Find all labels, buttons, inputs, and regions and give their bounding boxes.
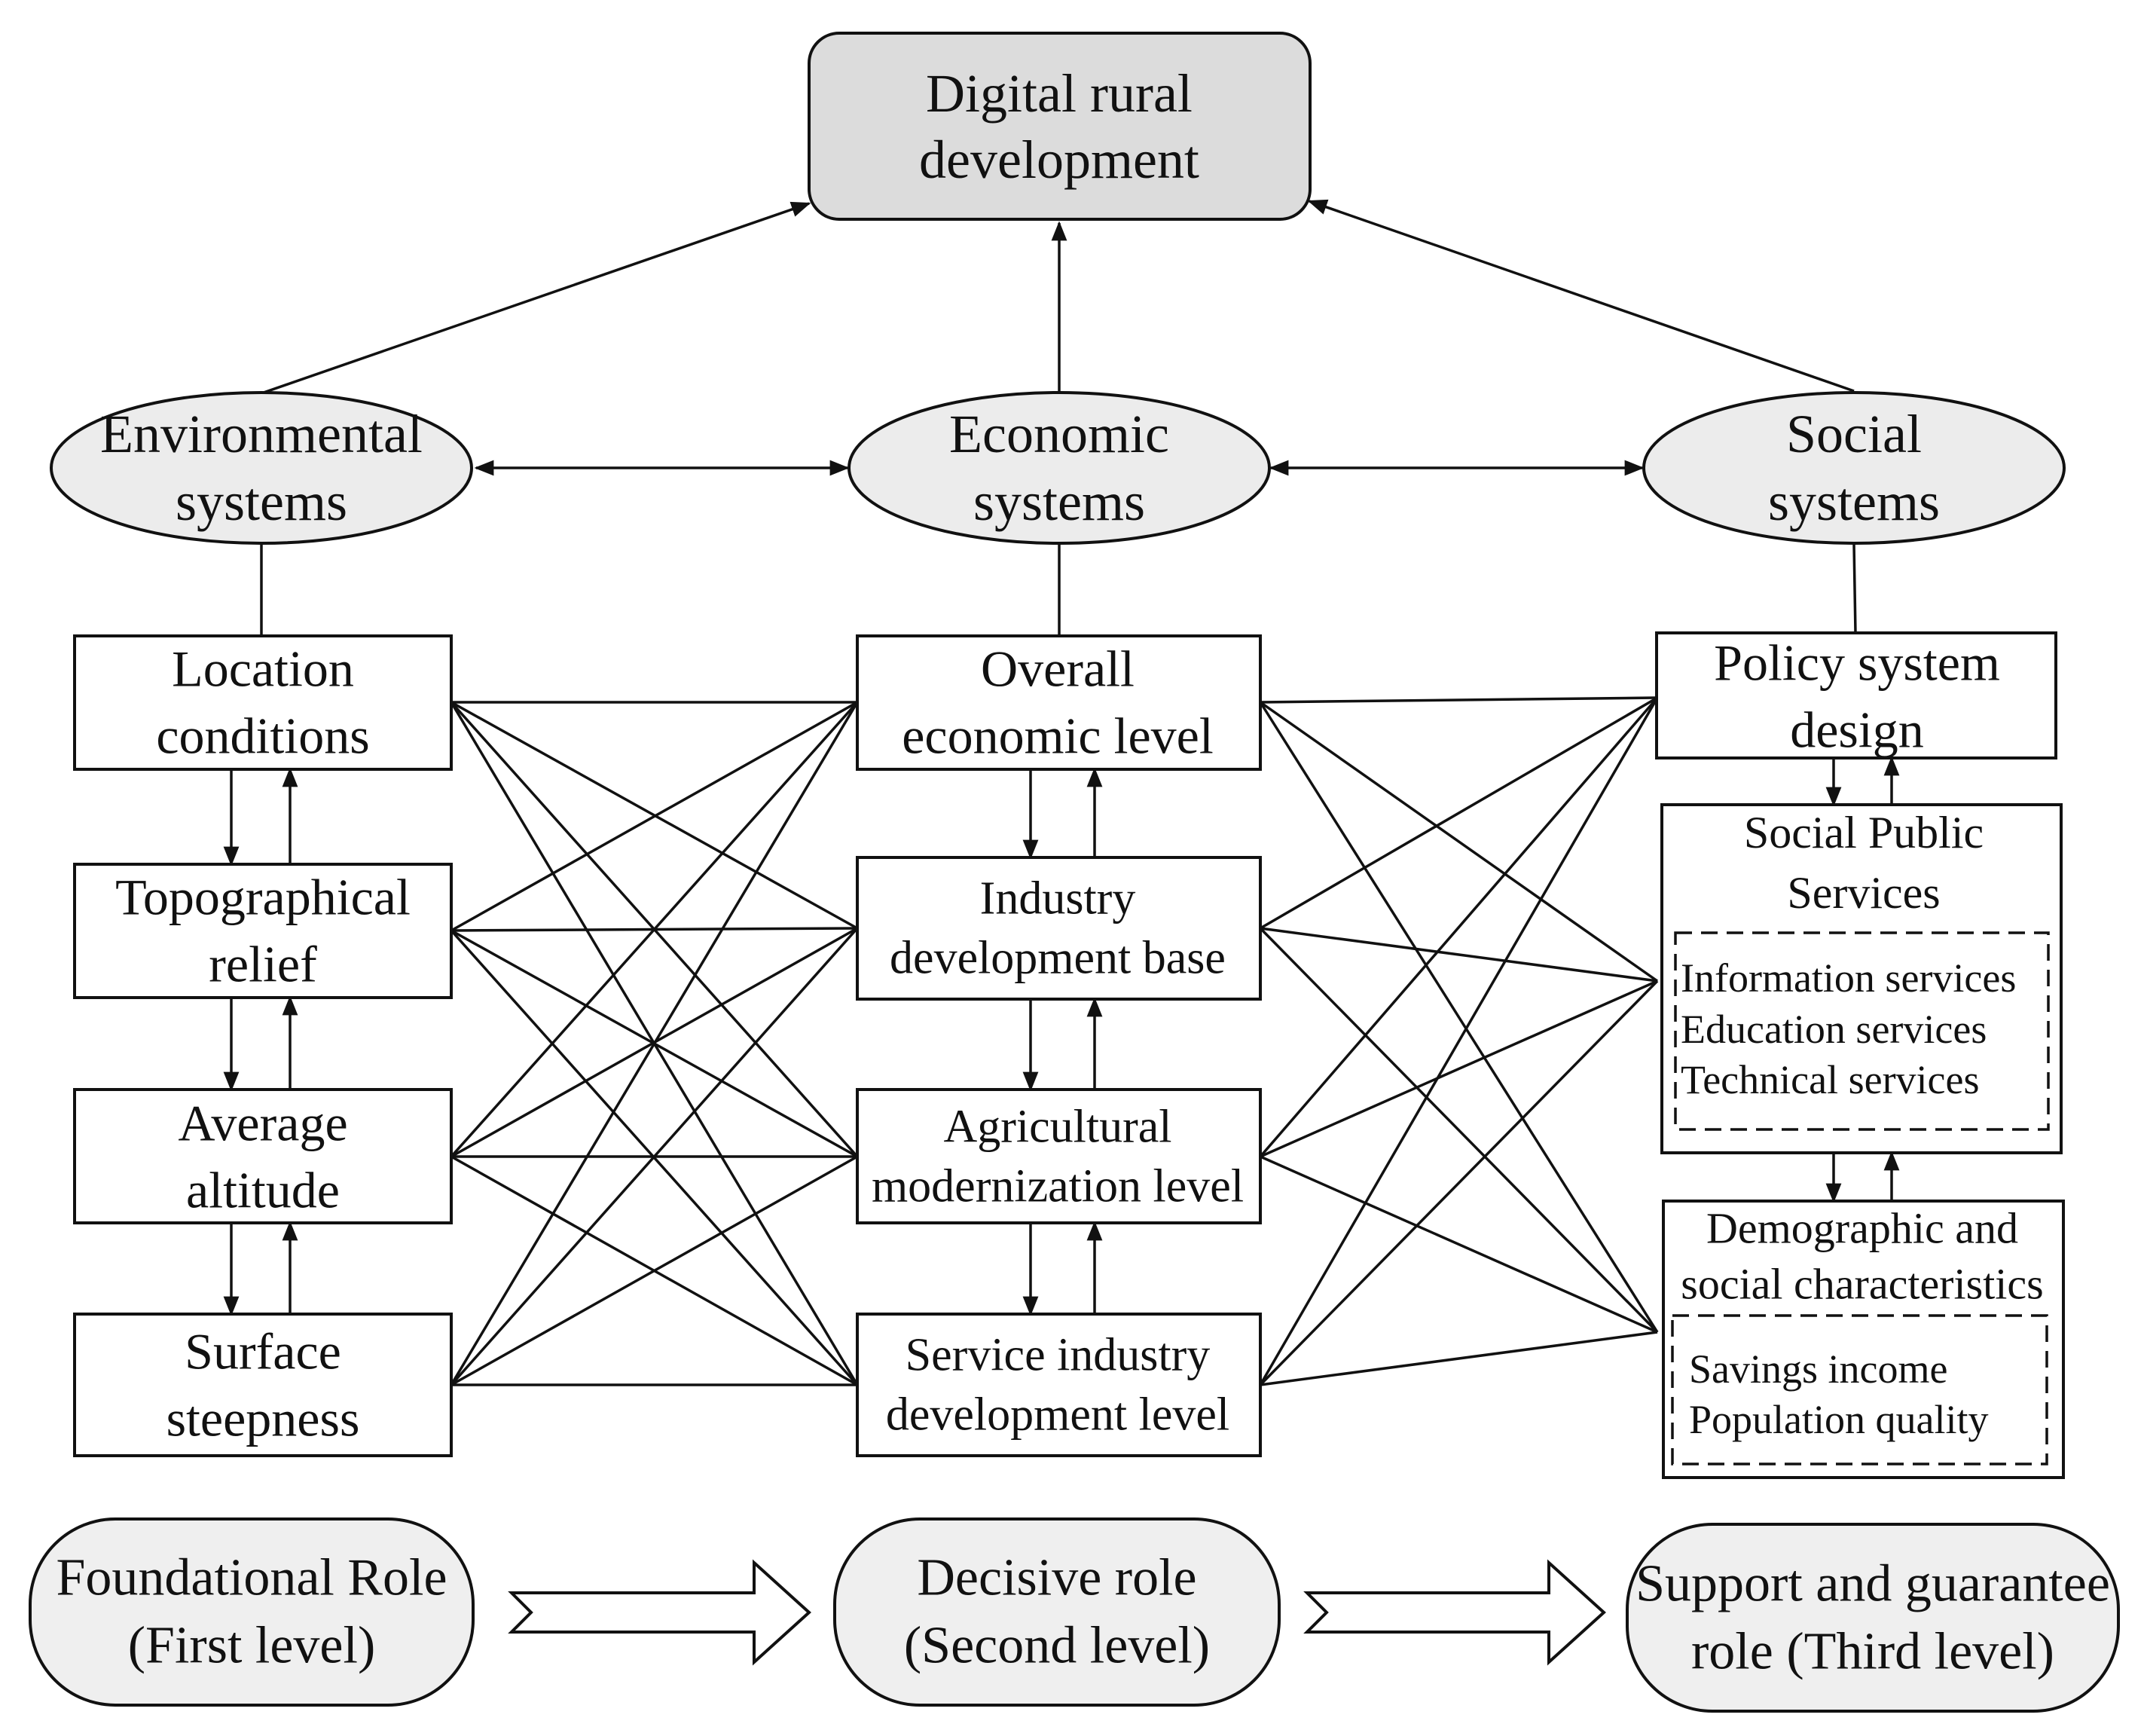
link-eco-2-soc-1 [1260, 696, 1658, 930]
top-node-label-line-1: Digital rural [926, 63, 1193, 124]
link-eco-3-soc-3 [1260, 1155, 1658, 1334]
soc-public-service-item-1: Information services [1681, 955, 2016, 1001]
system-environmental-label-line-1: Environmental [100, 404, 423, 464]
eco-factor-1-box [856, 634, 1262, 771]
env-factor-3-label-line-2: altitude [186, 1162, 340, 1219]
eco-factor-3-box [856, 1088, 1262, 1224]
role-3-label-line-2: role (Third level) [1691, 1623, 2054, 1681]
role-2-label-line-2: (Second level) [904, 1617, 1210, 1675]
link-env-4-eco-1 [450, 701, 859, 1386]
env-factor-2-box [73, 863, 453, 999]
soc-policy-label-line-2: design [1790, 701, 1924, 759]
system-social-ellipse [1642, 391, 2066, 545]
env-factor-3-box [73, 1088, 453, 1224]
link-eco-1-soc-1 [1260, 696, 1658, 704]
env-factor-2-label-line-1: Topographical [115, 869, 411, 926]
link-eco-3-soc-2 [1260, 980, 1658, 1158]
system-economic-label-line-1: Economic [949, 404, 1169, 464]
eco-factor-1-label-line-2: economic level [902, 708, 1213, 765]
env-factor-4-label-line-2: steepness [166, 1390, 360, 1447]
env-factor-2-label-line-2: relief [209, 936, 317, 993]
link-eco-4-soc-1 [1259, 697, 1659, 1386]
link-env-2-eco-1 [450, 701, 858, 932]
soc-public-services-items-box [1674, 931, 2050, 1131]
role-2-box [833, 1517, 1281, 1707]
system-social-label-line-2: systems [1768, 472, 1940, 532]
env-factor-1-label-line-1: Location [172, 640, 354, 698]
role-arrow-2-to-3 [1303, 1559, 1606, 1666]
top-node-digital-rural-development [808, 32, 1312, 221]
soc-demographic-title-line-2: social characteristics [1681, 1260, 2043, 1309]
eco-factor-4-label-line-2: development level [886, 1389, 1229, 1441]
system-environmental-label-line-2: systems [176, 472, 347, 532]
link-eco-4-soc-2 [1259, 980, 1659, 1386]
eco-factor-4-box [856, 1313, 1262, 1457]
soc-public-services-title-line-1: Social Public [1744, 808, 1984, 857]
env-factor-1-box [73, 634, 453, 771]
soc-policy-box [1655, 631, 2057, 760]
eco-factor-3-label-line-1: Agricultural [943, 1102, 1171, 1153]
soc-public-services-title-line-2: Services [1787, 868, 1940, 918]
soc-demographic-item-2: Population quality [1689, 1397, 1989, 1442]
env-factor-1-label-line-2: conditions [156, 708, 369, 765]
connections-layer [223, 199, 1900, 1386]
env-factor-4-label-line-1: Surface [185, 1323, 341, 1380]
soc-demographic-item-1: Savings income [1689, 1346, 1947, 1392]
role-arrow-1-to-2 [508, 1559, 811, 1666]
link-eco-4-soc-3 [1260, 1331, 1658, 1386]
soc-policy-label-line-1: Policy system [1714, 634, 2000, 692]
link-env-4-eco-2 [450, 927, 859, 1386]
soc-public-service-item-2: Education services [1681, 1007, 1987, 1052]
role-2-label-line-1: Decisive role [917, 1549, 1196, 1607]
link-env-4-eco-3 [450, 1155, 858, 1386]
link-eco-2-soc-2 [1260, 927, 1658, 983]
env-factor-4-box [73, 1313, 453, 1457]
eco-factor-4-label-line-1: Service industry [906, 1330, 1211, 1381]
role-1-label-line-1: Foundational Role [56, 1549, 447, 1607]
role-3-label-line-1: Support and guarantee [1635, 1555, 2110, 1613]
system-social-label-line-1: Social [1786, 404, 1922, 464]
link-eco-3-soc-1 [1259, 696, 1659, 1158]
eco-factor-1-label-line-1: Overall [981, 640, 1135, 698]
top-node-label-line-2: development [919, 130, 1199, 190]
role-3-box [1626, 1523, 2120, 1713]
soc-public-service-item-3: Technical services [1681, 1057, 1980, 1102]
link-env-3-eco-1 [450, 701, 859, 1158]
arrow-human [1307, 199, 1855, 393]
arrow-land [261, 201, 811, 395]
soc-demographic-items-box [1671, 1314, 2048, 1466]
soc-demographic-title-line-1: Demographic and [1706, 1204, 2018, 1253]
system-economic-label-line-2: systems [973, 472, 1145, 532]
role-1-box [29, 1517, 475, 1707]
link-eco-2-soc-3 [1259, 927, 1659, 1334]
system-economic-ellipse [848, 391, 1271, 545]
eco-factor-2-box [856, 856, 1262, 1001]
system-environmental-ellipse [50, 391, 473, 545]
stem-social [1852, 544, 1857, 634]
eco-factor-2-label-line-1: Industry [980, 873, 1136, 925]
link-eco-1-soc-3 [1259, 701, 1659, 1333]
link-eco-1-soc-2 [1259, 701, 1659, 983]
eco-factor-3-label-line-2: modernization level [872, 1161, 1244, 1212]
env-factor-3-label-line-1: Average [178, 1095, 347, 1152]
eco-factor-2-label-line-2: development base [890, 933, 1226, 984]
role-1-label-line-2: (First level) [128, 1617, 376, 1675]
